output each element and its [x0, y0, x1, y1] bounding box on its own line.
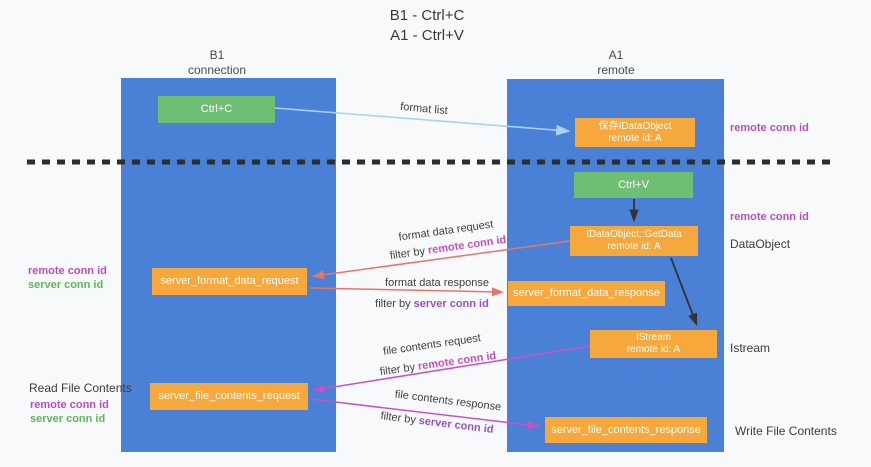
format-list-label: format list	[399, 100, 449, 118]
store-idataobject-line2: remote id: A	[608, 132, 662, 144]
node-ctrl-c: Ctrl+C	[158, 96, 275, 123]
server-file-contents-response-label: server_file_contents_response	[551, 423, 701, 436]
title-line-2: A1 - Ctrl+V	[390, 27, 464, 44]
diagram-title: B1 - Ctrl+C A1 - Ctrl+V	[390, 6, 465, 46]
node-server-format-data-request: server_format_data_request	[152, 268, 307, 295]
annotation-write-file-contents: Write File Contents	[735, 424, 837, 438]
format-data-response-label: format data response	[385, 277, 489, 289]
node-idataobject-getdata: IDataObject::GetData remote id: A	[570, 226, 698, 256]
ctrl-c-label: Ctrl+C	[200, 103, 233, 115]
annotation-remote-conn-id-mid: remote conn id	[730, 211, 809, 223]
annotation-remote-conn-id-format: remote conn id	[28, 265, 107, 277]
filter-by-text: filter by	[379, 410, 417, 427]
filter-by-text: filter by	[379, 361, 416, 379]
server-conn-id-key: server conn id	[413, 298, 489, 310]
remote-conn-id-key: remote conn id	[417, 349, 497, 373]
lane-a1-name: A1	[608, 48, 624, 62]
node-server-format-data-response: server_format_data_response	[508, 281, 665, 306]
server-conn-id-key: server conn id	[418, 414, 495, 436]
node-store-idataobject: 保存IDataObject remote id: A	[575, 118, 695, 147]
node-istream: IStream remote id: A	[590, 330, 717, 358]
istream-line1: IStream	[635, 332, 671, 343]
server-format-data-response-label: server_format_data_response	[513, 287, 660, 299]
annotation-istream: Istream	[730, 341, 771, 355]
getdata-line1: IDataObject::GetData	[586, 229, 682, 240]
annotation-server-conn-id-file: server conn id	[30, 413, 106, 425]
store-idataobject-line1: 保存IDataObject	[598, 120, 672, 132]
lane-b1-name: B1	[209, 48, 225, 62]
annotation-dataobject: DataObject	[730, 237, 791, 251]
filter-by-text: filter by	[375, 298, 411, 310]
annotation-read-file-contents: Read File Contents	[29, 381, 132, 395]
title-line-1: B1 - Ctrl+C	[389, 7, 465, 24]
node-server-file-contents-response: server_file_contents_response	[545, 417, 707, 443]
lane-a1-role: remote	[597, 63, 635, 77]
node-server-file-contents-request: server_file_contents_request	[150, 383, 308, 410]
node-ctrl-v: Ctrl+V	[574, 172, 693, 198]
annotation-server-conn-id-format: server conn id	[28, 279, 104, 291]
lane-header-b1: B1 connection	[188, 48, 246, 78]
getdata-line2: remote id: A	[607, 241, 661, 252]
file-contents-response-label: file contents response	[394, 388, 502, 414]
lane-b1-role: connection	[187, 63, 247, 77]
annotation-remote-conn-id-file: remote conn id	[30, 399, 109, 411]
ctrl-v-label: Ctrl+V	[618, 178, 649, 191]
server-format-data-request-label: server_format_data_request	[160, 275, 299, 287]
server-file-contents-request-label: server_file_contents_request	[158, 390, 300, 402]
istream-line2: remote id: A	[626, 344, 681, 355]
annotation-remote-conn-id-top: remote conn id	[730, 122, 809, 134]
lane-header-a1: A1 remote	[597, 48, 634, 78]
filter-by-text: filter by	[389, 245, 426, 263]
